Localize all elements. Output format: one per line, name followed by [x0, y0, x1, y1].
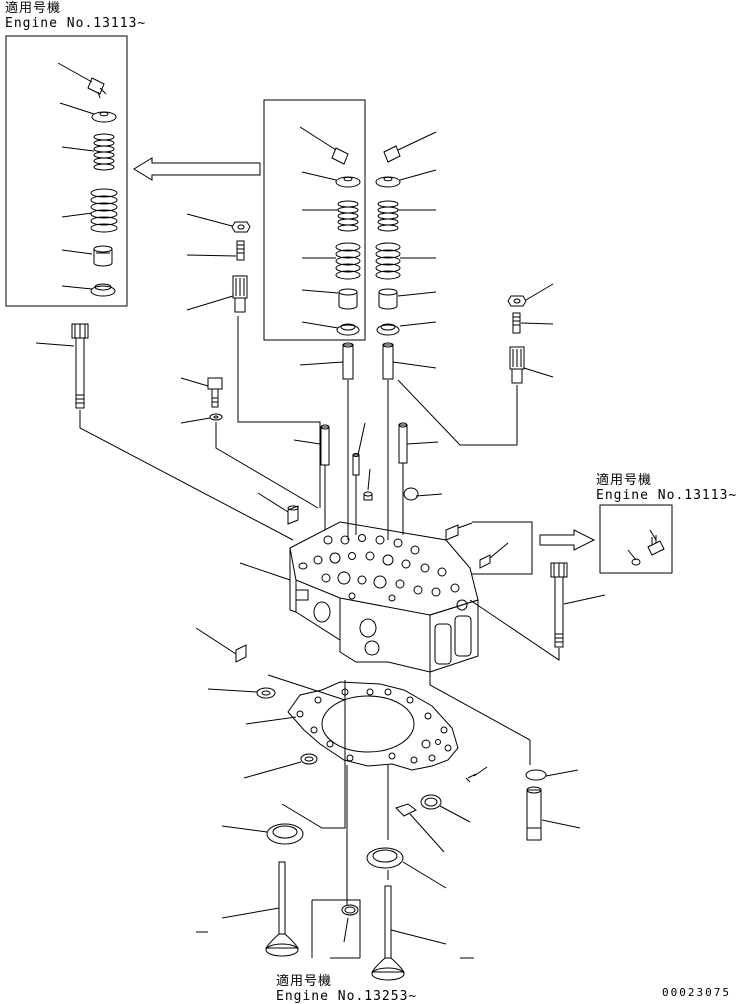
inset-box-bottom	[312, 765, 360, 958]
dowel-pins	[294, 423, 438, 535]
valve-guides	[300, 343, 436, 540]
applicability-label-topleft: 適用号機	[5, 1, 62, 16]
exhaust-valve	[372, 870, 446, 980]
right-stud-group	[398, 284, 553, 445]
arrow-to-right-inset	[540, 530, 594, 550]
engine-number-label-bottom: Engine No.13253~	[276, 989, 418, 1004]
cylinder-head	[240, 522, 530, 765]
applicability-label-right: 適用号機	[596, 473, 653, 488]
seals-and-orings	[208, 680, 487, 888]
inset-box-topleft	[6, 36, 127, 306]
drawing-number: 00023075	[662, 986, 731, 999]
inset-box-right	[600, 505, 672, 573]
fitting-icon	[632, 535, 664, 565]
expansion-plugs	[196, 488, 472, 662]
head-gasket	[246, 675, 458, 770]
applicability-label-bottom: 適用号機	[276, 974, 333, 989]
valve-collet-icon	[88, 78, 106, 98]
small-bolt-and-washer	[181, 378, 318, 508]
injector-sleeve	[526, 770, 580, 840]
intake-valve	[222, 862, 298, 956]
left-stud-group	[187, 214, 320, 508]
inset-box-center	[264, 100, 436, 340]
inner-spring-icon	[94, 134, 114, 170]
engine-number-label-right: Engine No.13113~	[596, 488, 738, 503]
head-bolt-left	[36, 324, 293, 540]
stem-seal-icon	[94, 246, 112, 266]
inset-bracket-center-right	[472, 522, 532, 574]
head-bolt-right	[470, 563, 605, 660]
spring-seat-icon	[91, 284, 115, 296]
arrow-to-topleft-inset	[134, 158, 260, 180]
engine-number-label-topleft: Engine No.13113~	[5, 16, 147, 31]
outer-spring-icon	[91, 189, 117, 232]
spring-retainer-icon	[92, 112, 116, 122]
